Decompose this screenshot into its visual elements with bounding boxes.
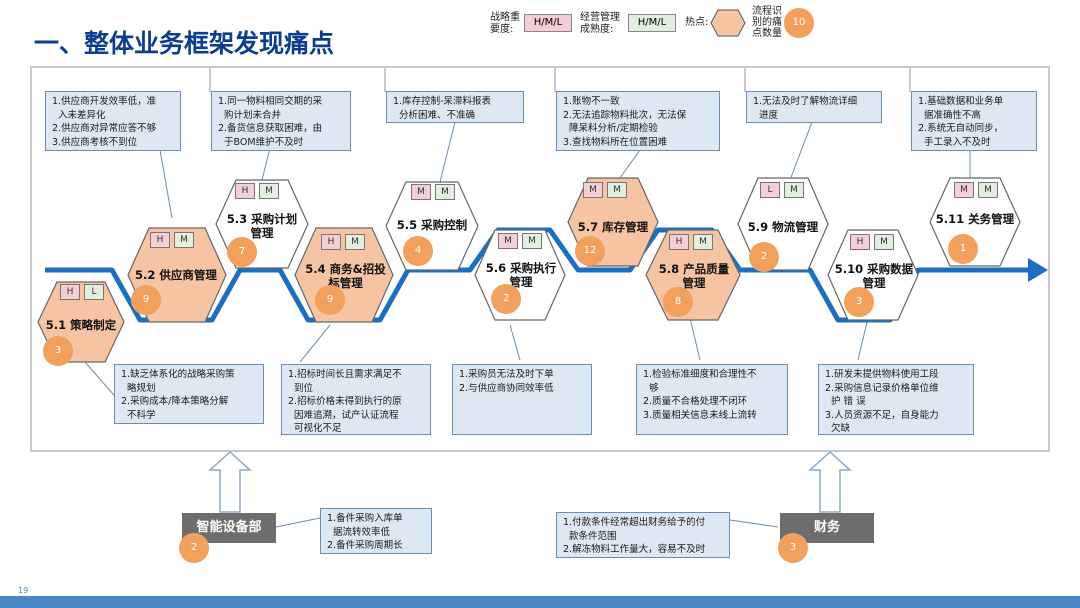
page-title: 一、整体业务框架发现痛点 — [34, 29, 335, 58]
stage-5-8-count: 8 — [663, 287, 693, 317]
stage-5-10-title: 5.10 采购数据 管理 — [834, 262, 914, 290]
stage-5-3-title: 5.3 采购计划 管理 — [226, 212, 298, 240]
stage-5-3-importance-badge: H — [235, 183, 255, 199]
stage-5-4-count: 9 — [315, 285, 345, 315]
stage-5-11-title: 5.11 关务管理 — [935, 212, 1015, 226]
frame-notches — [209, 66, 911, 92]
stage-5-10-importance-badge: H — [850, 234, 870, 250]
stage-5-5-count: 4 — [403, 236, 433, 266]
dept-arrow-left — [208, 450, 252, 513]
stage-5-6-maturity-badge: M — [522, 233, 542, 249]
dept-note-connector-left — [275, 517, 321, 528]
legend-maturity-label: 经营管理 成熟度: — [580, 12, 620, 35]
stage-5-6-count: 2 — [491, 284, 521, 314]
stage-5-4-title: 5.4 商务&招投 标管理 — [305, 262, 386, 290]
stage-5-7-count: 12 — [575, 236, 605, 266]
stage-5-1-title: 5.1 策略制定 — [45, 318, 117, 332]
stage-5-7-title: 5.7 库存管理 — [577, 220, 649, 234]
stage-5-11-importance-badge: M — [954, 182, 974, 198]
footer-bar — [0, 596, 1080, 608]
stage-5-9-count: 2 — [749, 242, 779, 272]
stage-5-9-importance-badge: L — [760, 182, 780, 198]
stage-5-4-maturity-badge: M — [345, 234, 365, 250]
stage-5-7-importance-badge: M — [583, 182, 603, 198]
stage-5-3-count: 7 — [227, 237, 257, 267]
dept-intelligent-equipment-count: 2 — [179, 533, 209, 563]
stage-5-1-count: 3 — [43, 336, 73, 366]
stage-5-9-maturity-badge: M — [784, 182, 804, 198]
stage-5-6-title: 5.6 采购执行 管理 — [485, 261, 557, 289]
stage-5-4-importance-badge: H — [321, 234, 341, 250]
stage-5-8-importance-badge: H — [669, 234, 689, 250]
stage-5-10-count: 3 — [844, 287, 874, 317]
stage-5-5-maturity-badge: M — [435, 184, 455, 200]
stage-5-9-title: 5.9 物流管理 — [747, 220, 819, 234]
legend-importance-box: H/M/L — [524, 14, 572, 32]
stage-5-3-maturity-badge: M — [259, 183, 279, 199]
legend-hotspot-label: 热点: — [685, 17, 709, 28]
stage-5-11-count: 1 — [948, 234, 978, 264]
top-note-5-9: 1.无法及时了解物流详细 进度 — [746, 91, 882, 123]
stage-5-8-maturity-badge: M — [693, 234, 713, 250]
stage-5-2-count: 9 — [131, 285, 161, 315]
track-arrowhead — [1028, 258, 1048, 282]
stage-5-1-importance-badge: H — [60, 284, 80, 300]
legend-count-label: 流程识 别的痛 点数量 — [752, 6, 782, 39]
legend-importance-label: 战略重 要度: — [490, 12, 520, 35]
stage-5-5-title: 5.5 采购控制 — [396, 218, 468, 232]
stage-5-6-importance-badge: M — [498, 233, 518, 249]
dept-note-connector-right — [729, 519, 779, 528]
top-note-5-5: 1.库存控制-呆滞料报表 分析困难、不准确 — [386, 91, 524, 123]
legend-maturity-box: H/M/L — [628, 14, 676, 32]
stage-5-2-maturity-badge: M — [174, 232, 194, 248]
legend-hotspot-hexagon — [710, 9, 746, 37]
legend-count-circle: 10 — [784, 8, 814, 38]
stage-5-5-importance-badge: M — [411, 184, 431, 200]
stage-5-7-maturity-badge: M — [607, 182, 627, 198]
stage-5-2-title: 5.2 供应商管理 — [135, 268, 217, 282]
stage-5-2-importance-badge: H — [150, 232, 170, 248]
page-number: 19 — [18, 586, 29, 595]
stage-5-10-maturity-badge: M — [874, 234, 894, 250]
stage-5-1-maturity-badge: L — [84, 284, 104, 300]
dept-finance-count: 3 — [778, 533, 808, 563]
stage-5-11-maturity-badge: M — [978, 182, 998, 198]
dept-arrow-right — [808, 450, 852, 513]
stage-5-8-title: 5.8 产品质量 管理 — [658, 262, 730, 290]
